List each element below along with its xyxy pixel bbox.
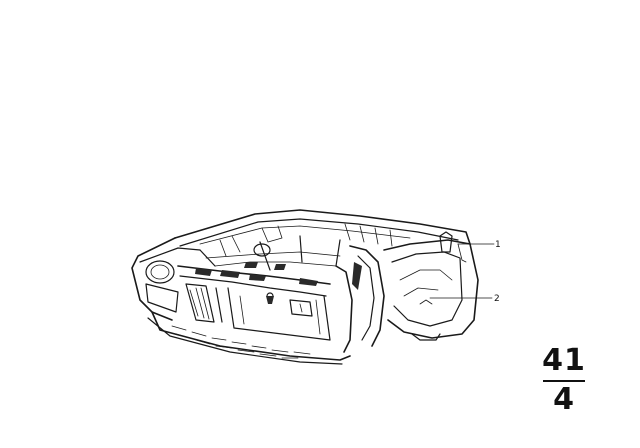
callout-1-label: 1: [495, 240, 501, 250]
callout-2-label: 2: [494, 294, 500, 304]
front-end-body-illustration: [131, 209, 479, 365]
group-code-main: 41: [542, 343, 586, 378]
group-code-sub: 4: [553, 382, 575, 417]
group-code-divider: [543, 380, 585, 382]
group-code-block: 41 4: [540, 346, 588, 415]
callout-2: 2: [429, 294, 500, 304]
callout-1: 1: [457, 240, 501, 250]
